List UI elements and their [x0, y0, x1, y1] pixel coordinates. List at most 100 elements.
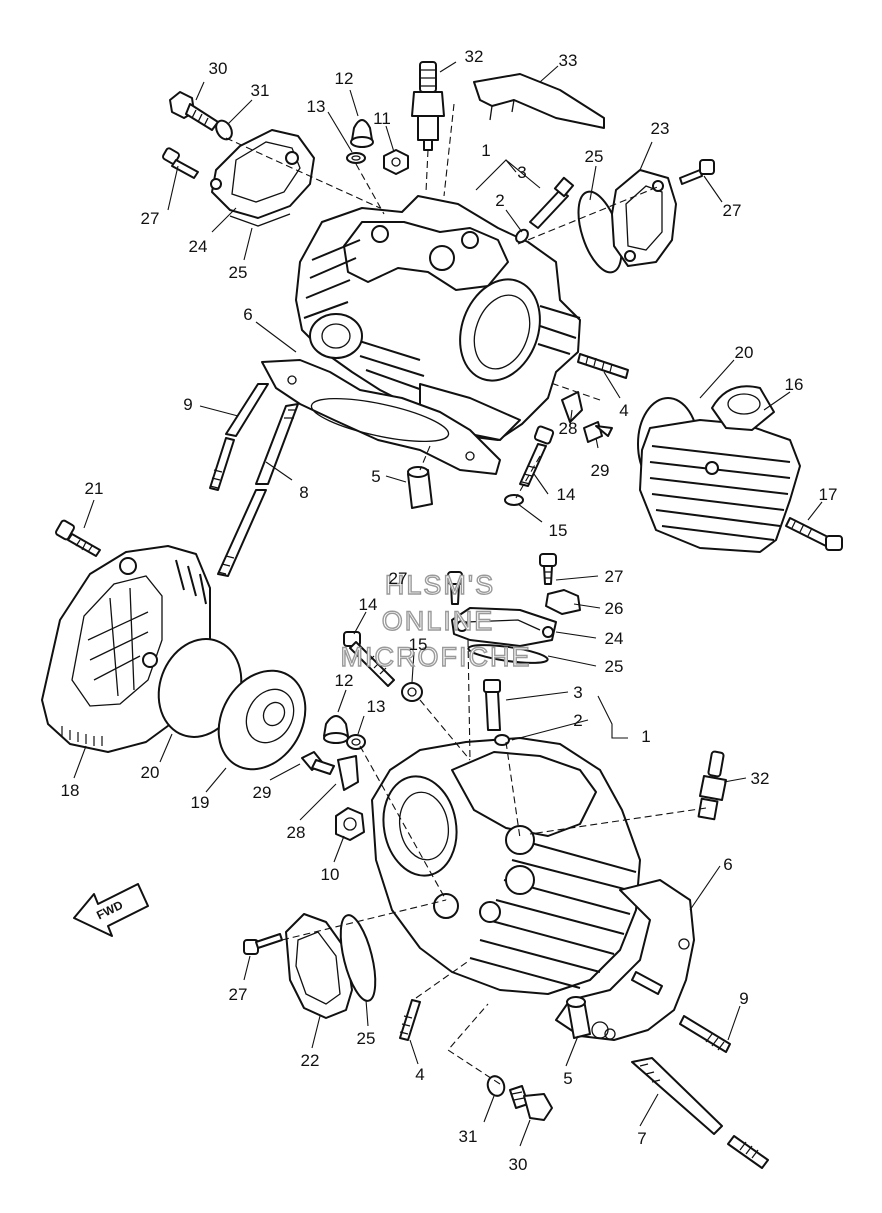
callout-labels: 30 31 32 33 12 13 11 1 3 2 25 23 27 27 2…	[61, 47, 838, 1174]
callout-label: 33	[559, 51, 578, 70]
callout-label: 25	[605, 657, 624, 676]
callout-label: 13	[307, 97, 326, 116]
bolt-27-upper-left	[162, 147, 199, 179]
bracket-26	[545, 589, 581, 615]
stud-9-lower	[631, 971, 731, 1053]
dowel-5-upper	[407, 466, 433, 509]
callout-label: 1	[641, 727, 650, 746]
gasket-25-lower-left	[339, 914, 377, 1002]
leader-lines	[73, 61, 823, 1147]
stud-4-upper	[577, 353, 629, 379]
callout-label: 6	[723, 855, 732, 874]
callout-label: 5	[563, 1069, 572, 1088]
callout-label: 6	[243, 305, 252, 324]
callout-label: 2	[495, 191, 504, 210]
bolt-30-lower	[509, 1085, 553, 1121]
cover-23	[611, 169, 677, 267]
front-cylinder-head	[295, 195, 581, 441]
watermark: HLSM'S ONLINE MICROFICHE	[340, 569, 532, 672]
callout-label: 20	[735, 343, 754, 362]
bolt-30-upper	[169, 91, 219, 131]
callout-label: 20	[141, 763, 160, 782]
stud-9-upper	[209, 383, 269, 491]
callout-label: 32	[465, 47, 484, 66]
nut-10	[335, 807, 365, 841]
nut-11	[383, 149, 409, 175]
bracket-33	[473, 73, 605, 129]
washer-31-lower	[486, 1075, 506, 1097]
callout-label: 14	[359, 595, 378, 614]
callout-label: 31	[459, 1127, 478, 1146]
callout-label: 2	[573, 711, 582, 730]
callout-label: 24	[189, 237, 208, 256]
callout-label: 11	[373, 109, 391, 128]
bolt-27-upper-right	[679, 159, 715, 185]
bolt-17	[785, 517, 843, 551]
valve-guide-3-lower	[483, 679, 501, 731]
callout-label: 15	[409, 635, 428, 654]
callout-label: 27	[723, 201, 742, 220]
washer-13-lower	[346, 734, 366, 750]
callout-label: 32	[751, 769, 770, 788]
head-gasket-rear	[555, 879, 695, 1041]
callout-label: 24	[605, 629, 624, 648]
bolt-14-upper	[519, 425, 555, 487]
watermark-line-2: ONLINE	[382, 606, 495, 636]
callout-label: 23	[651, 119, 670, 138]
washer-13-upper	[346, 152, 366, 164]
callout-label: 21	[85, 479, 104, 498]
stud-7	[631, 1057, 769, 1169]
assembly-dash-lines	[225, 103, 707, 1085]
callout-label: 1	[481, 141, 490, 160]
callout-label: 16	[785, 375, 804, 394]
washer-31-upper	[215, 119, 233, 141]
bolt-29-upper	[583, 421, 613, 443]
spark-plug-lower	[697, 750, 727, 821]
callout-label: 3	[573, 683, 582, 702]
callout-label: 30	[209, 59, 228, 78]
callout-label: 30	[509, 1155, 528, 1174]
callout-label: 25	[585, 147, 604, 166]
spark-plug-upper	[411, 61, 445, 151]
callout-label: 9	[183, 395, 192, 414]
gasket-25-upper-left	[229, 213, 291, 227]
callout-label: 9	[739, 989, 748, 1008]
callout-label: 4	[619, 401, 628, 420]
washer-15-lower	[401, 682, 423, 702]
callout-label: 27	[141, 209, 160, 228]
callout-label: 10	[321, 865, 340, 884]
callout-label: 31	[251, 81, 270, 100]
cylinder-cover-16	[639, 385, 801, 553]
callout-label: 13	[367, 697, 386, 716]
stud-4-lower	[399, 999, 421, 1041]
clip-2-lower	[494, 734, 510, 746]
callout-label: 12	[335, 671, 354, 690]
callout-label: 25	[229, 263, 248, 282]
callout-label: 27	[605, 567, 624, 586]
valve-cover-24-upper	[210, 129, 315, 219]
bolt-29-lower	[301, 751, 335, 775]
cap-nut-12-upper	[350, 119, 374, 148]
callout-label: 17	[819, 485, 838, 504]
callout-label: 8	[299, 483, 308, 502]
plate-19	[217, 669, 307, 771]
callout-label: 14	[557, 485, 576, 504]
callout-label: 27	[389, 569, 408, 588]
clip-2-upper	[515, 228, 529, 244]
callout-label: 22	[301, 1051, 320, 1070]
callout-label: 26	[605, 599, 624, 618]
callout-label: 19	[191, 793, 210, 812]
forward-direction-arrow: FWD	[73, 883, 149, 937]
callout-label: 5	[371, 467, 380, 486]
callout-label: 27	[229, 985, 248, 1004]
head-gasket-front	[261, 359, 501, 475]
bracket-28-lower	[337, 755, 359, 791]
bolt-27-lower-left	[243, 933, 283, 955]
watermark-line-3: MICROFICHE	[341, 642, 532, 672]
washer-15-upper	[504, 494, 524, 506]
callout-label: 15	[549, 521, 568, 540]
stud-8	[217, 403, 299, 577]
callout-label: 25	[357, 1029, 376, 1048]
callout-label: 18	[61, 781, 80, 800]
